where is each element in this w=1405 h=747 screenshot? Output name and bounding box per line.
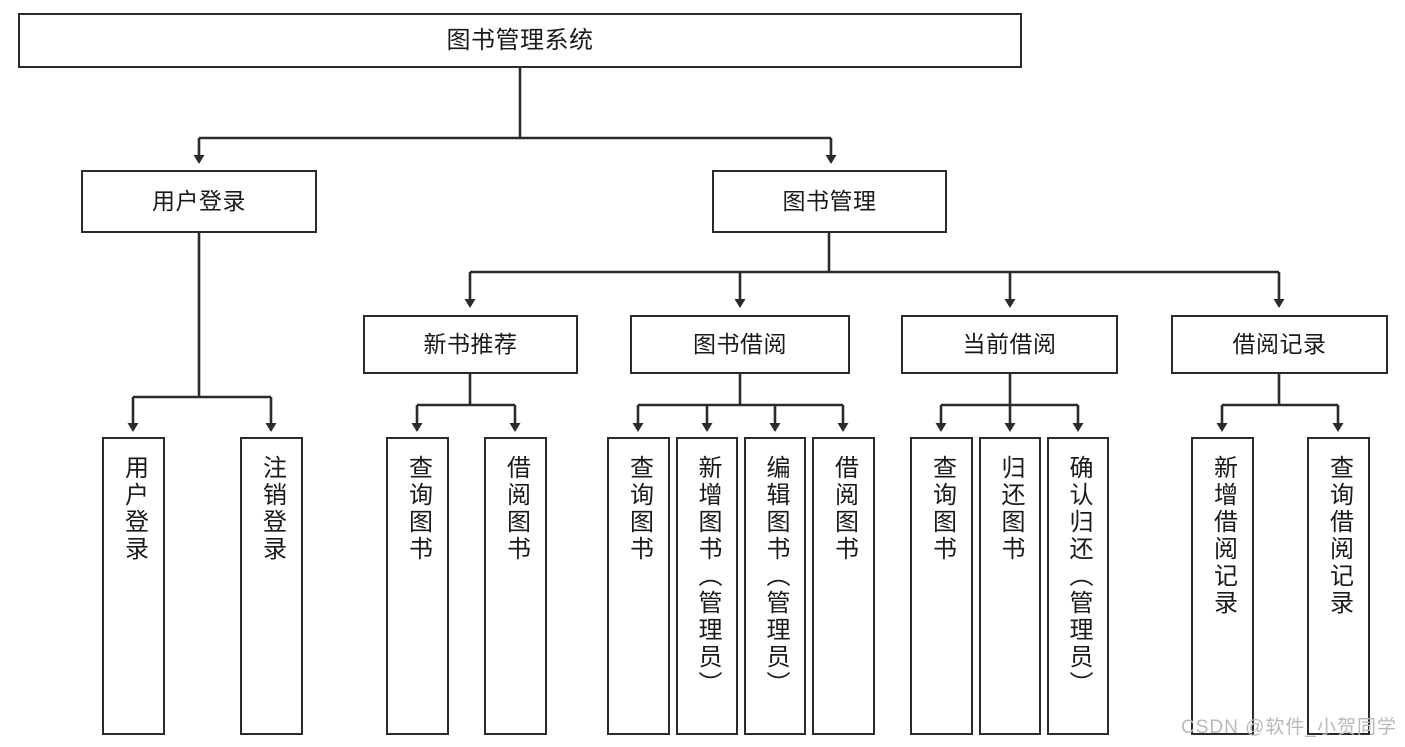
leaf-borrow-add-book-admin[interactable]: 新增图书（管理员） [676,437,738,735]
node-borrow-record[interactable]: 借阅记录 [1171,315,1388,374]
node-root-system[interactable]: 图书管理系统 [18,13,1022,68]
node-label: 确认归还（管理员） [1064,455,1092,698]
node-label: 图书管理 [782,188,877,215]
leaf-current-query-book[interactable]: 查询图书 [910,437,973,735]
node-label: 新书推荐 [423,331,518,358]
node-label: 图书借阅 [693,331,787,358]
leaf-borrow-query-book[interactable]: 查询图书 [607,437,670,735]
node-label: 用户登录 [120,455,148,563]
node-label: 查询图书 [404,455,432,563]
node-label: 编辑图书（管理员） [761,455,789,698]
node-label: 查询图书 [625,455,653,563]
node-book-management[interactable]: 图书管理 [712,170,947,233]
node-label: 当前借阅 [962,331,1057,358]
node-current-borrow[interactable]: 当前借阅 [901,315,1118,374]
leaf-current-return-book[interactable]: 归还图书 [979,437,1041,735]
node-label: 查询图书 [928,455,956,563]
node-label: 借阅图书 [830,455,858,563]
node-label: 查询借阅记录 [1325,455,1353,617]
leaf-borrow-edit-book-admin[interactable]: 编辑图书（管理员） [744,437,806,735]
node-label: 新增借阅记录 [1209,455,1237,617]
node-label: 用户登录 [152,188,246,215]
leaf-record-query-borrow-record[interactable]: 查询借阅记录 [1307,437,1370,735]
node-user-login[interactable]: 用户登录 [81,170,317,233]
node-label: 归还图书 [996,455,1024,563]
leaf-recommend-query-book[interactable]: 查询图书 [386,437,449,735]
node-book-borrow[interactable]: 图书借阅 [630,315,850,374]
leaf-borrow-borrow-book[interactable]: 借阅图书 [812,437,875,735]
leaf-user-login-logout[interactable]: 注销登录 [240,437,303,735]
leaf-record-add-borrow-record[interactable]: 新增借阅记录 [1191,437,1254,735]
node-label: 新增图书（管理员） [693,455,721,698]
node-label: 借阅记录 [1232,331,1327,358]
leaf-current-confirm-return-admin[interactable]: 确认归还（管理员） [1047,437,1109,735]
node-new-book-recommend[interactable]: 新书推荐 [363,315,578,374]
node-label: 图书管理系统 [446,26,594,54]
node-label: 注销登录 [258,455,286,563]
leaf-recommend-borrow-book[interactable]: 借阅图书 [484,437,547,735]
leaf-user-login-signin[interactable]: 用户登录 [102,437,165,735]
node-label: 借阅图书 [502,455,530,563]
